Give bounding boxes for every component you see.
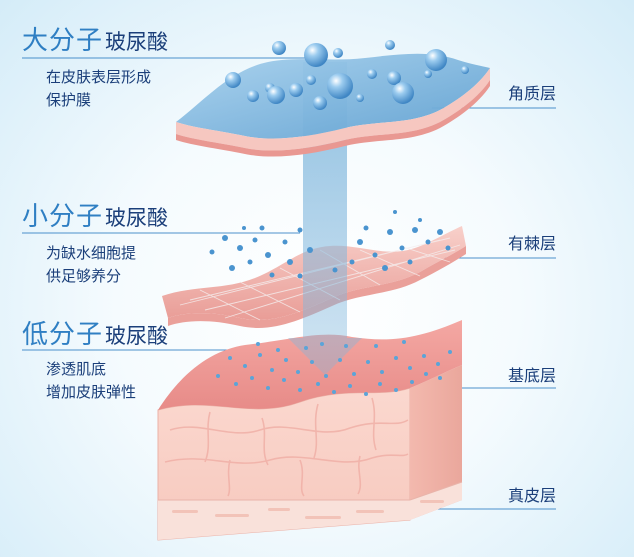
low-molecule-dots (216, 340, 452, 396)
small-desc-line-1: 为缺水细胞提 (46, 244, 137, 262)
small-size-label: 小分子 (22, 202, 104, 232)
low-desc-line-2: 增加皮肤弹性 (46, 383, 137, 401)
dermis-block (157, 320, 463, 541)
macro-size-label: 大分子 (22, 26, 104, 56)
small-ha-title: 小分子玻尿酸 (22, 196, 168, 233)
macro-desc-line-1: 在皮肤表层形成 (46, 68, 152, 86)
macro-molecule-bubbles (225, 40, 469, 110)
small-molecule-dots (209, 210, 451, 279)
layer-label-stratum-corneum: 角质层 (508, 84, 557, 103)
macro-ha-description: 在皮肤表层形成 保护膜 (46, 66, 151, 112)
low-ha-title: 低分子玻尿酸 (22, 314, 168, 351)
macro-ha-title: 大分子玻尿酸 (22, 20, 168, 57)
low-ha-description: 渗透肌底 增加皮肤弹性 (46, 358, 136, 404)
small-name-label: 玻尿酸 (105, 206, 169, 230)
layer-label-dermis: 真皮层 (508, 486, 557, 505)
low-name-label: 玻尿酸 (105, 324, 169, 348)
small-ha-description: 为缺水细胞提 供足够养分 (46, 242, 136, 288)
layer-label-basal: 基底层 (508, 366, 557, 385)
low-size-label: 低分子 (22, 320, 104, 350)
low-desc-line-1: 渗透肌底 (46, 360, 107, 378)
small-desc-line-2: 供足够养分 (46, 267, 122, 285)
macro-desc-line-2: 保护膜 (46, 91, 92, 109)
stratum-corneum-layer (176, 53, 490, 157)
macro-name-label: 玻尿酸 (105, 30, 169, 54)
layer-label-spinous: 有棘层 (508, 234, 557, 253)
